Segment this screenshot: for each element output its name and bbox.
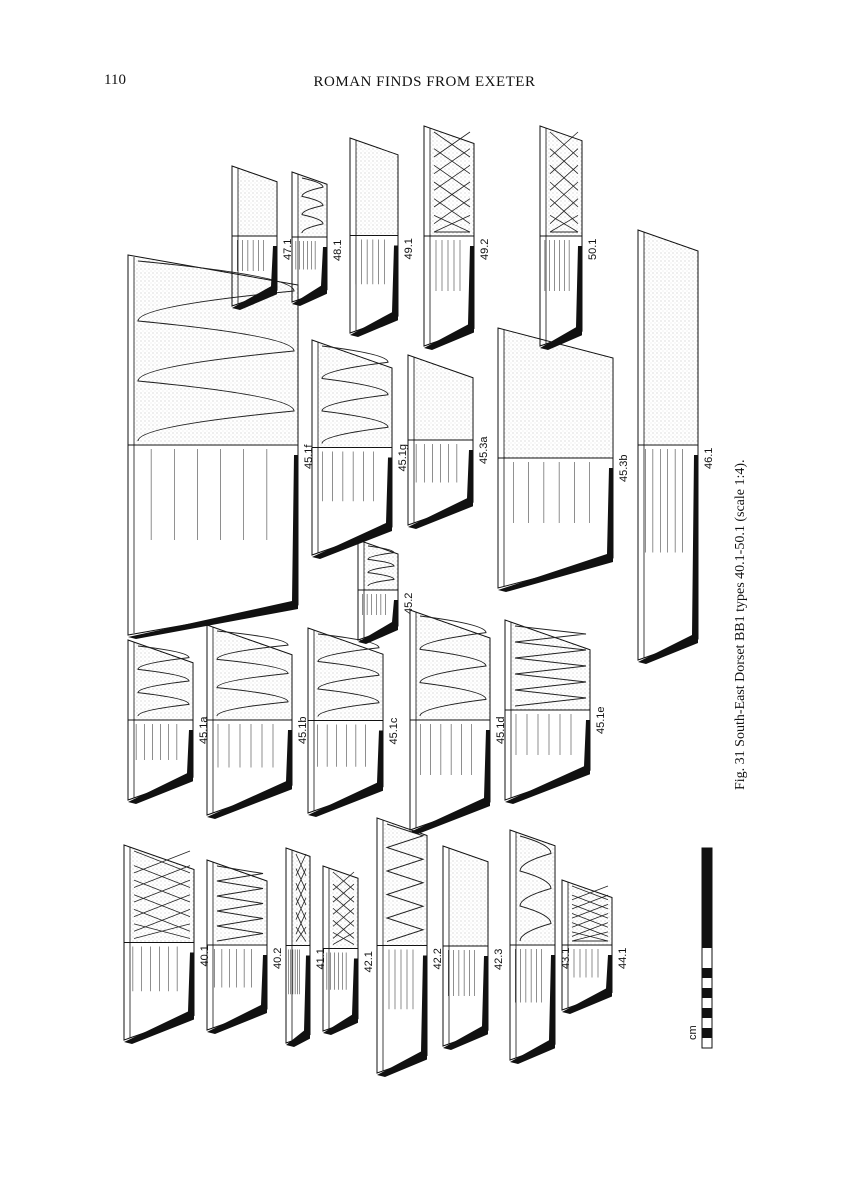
vessel-label: 42.3 xyxy=(493,949,505,970)
vessel-drawing-49-2: 49.2 xyxy=(423,125,491,350)
vessel-drawing-43-1: 43.1 xyxy=(509,829,572,1064)
vessel-label: 50.1 xyxy=(587,239,599,260)
vessel-label: 45.3a xyxy=(478,436,490,464)
vessel-label: 45.1b xyxy=(297,716,309,744)
vessel-drawing-40-1: 40.1 xyxy=(123,844,211,1044)
vessel-drawing-45-1b: 45.1b xyxy=(206,624,309,819)
figure-caption: Fig. 31 South-East Dorset BB1 types 40.1… xyxy=(733,459,748,790)
vessel-label: 45.1d xyxy=(495,716,507,744)
vessel-label: 46.1 xyxy=(703,448,715,469)
vessel-label: 42.1 xyxy=(363,951,375,972)
vessel-drawing-45-2: 45.2 xyxy=(357,539,415,644)
vessel-label: 45.1g xyxy=(397,444,409,472)
vessel-label: 49.2 xyxy=(479,239,491,260)
vessel-label: 45.1e xyxy=(595,706,607,734)
vessel-drawing-42-3: 42.3 xyxy=(442,845,505,1050)
vessel-label: 40.1 xyxy=(199,945,211,966)
scale-bar: cm xyxy=(687,847,713,1049)
vessel-drawing-45-1g: 45.1g xyxy=(311,339,409,559)
vessel-drawing-50-1: 50.1 xyxy=(539,125,599,350)
page-number: 110 xyxy=(104,72,126,88)
vessel-label: 48.1 xyxy=(332,240,344,261)
vessel-drawing-44-1: 44.1 xyxy=(561,879,629,1014)
vessel-label: 45.2 xyxy=(403,593,415,614)
vessel-drawing-45-1a: 45.1a xyxy=(127,639,210,804)
vessel-drawing-45-1e: 45.1e xyxy=(504,619,607,804)
vessel-drawing-47-1: 47.1 xyxy=(231,165,294,310)
scale-bar-unit: cm xyxy=(687,1025,699,1040)
vessel-label: 44.1 xyxy=(617,948,629,969)
vessel-drawing-45-3b: 45.3b xyxy=(497,327,630,592)
running-head: ROMAN FINDS FROM EXETER xyxy=(313,74,536,90)
vessel-drawing-46-1: 46.1 xyxy=(637,229,715,664)
vessel-drawing-42-2: 42.2 xyxy=(376,817,444,1077)
vessel-drawing-42-1: 42.1 xyxy=(322,865,375,1035)
vessel-label: 45.3b xyxy=(618,454,630,482)
vessel-drawing-45-1f: 45.1f xyxy=(127,254,315,639)
vessel-label: 42.2 xyxy=(432,948,444,969)
vessel-drawing-49-1: 49.1 xyxy=(349,137,415,337)
vessel-label: 40.2 xyxy=(272,948,284,969)
vessel-label: 41.1 xyxy=(315,948,327,969)
vessel-drawing-45-1d: 45.1d xyxy=(409,609,507,834)
vessel-drawing-45-1c: 45.1c xyxy=(307,627,400,817)
vessel-label: 49.1 xyxy=(403,238,415,259)
vessel-label: 47.1 xyxy=(282,239,294,260)
vessel-label: 43.1 xyxy=(560,948,572,969)
vessel-label: 45.1c xyxy=(388,717,400,744)
vessel-drawing-41-1: 41.1 xyxy=(285,847,327,1047)
vessel-drawing-40-2: 40.2 xyxy=(206,859,284,1034)
vessel-drawing-45-3a: 45.3a xyxy=(407,354,490,529)
vessel-drawing-48-1: 48.1 xyxy=(291,171,344,306)
